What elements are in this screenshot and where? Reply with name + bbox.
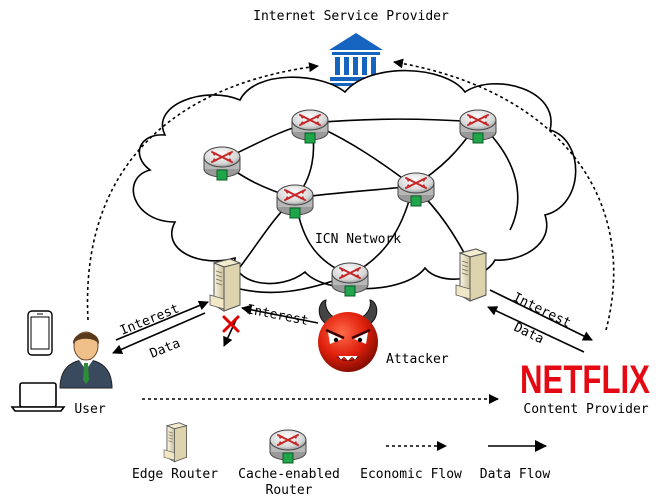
legend: Edge Router Cache-enabled Router Economi… [132, 422, 551, 498]
legend-economic-flow-label: Economic Flow [360, 467, 462, 482]
edge-router-right-icon [455, 248, 487, 302]
edge-router-legend-icon [163, 422, 187, 463]
economic-flows [86, 58, 615, 404]
icn-cloud [132, 69, 577, 290]
user-data-label: Data [148, 336, 183, 362]
blocked-mark-icon [222, 315, 240, 333]
provider-data-label: Data [511, 320, 546, 347]
phone-icon [27, 310, 53, 356]
legend-data-flow: Data Flow [480, 440, 551, 482]
legend-data-flow-label: Data Flow [480, 467, 551, 482]
legend-economic-flow: Economic Flow [360, 441, 462, 482]
legend-edge-router-label: Edge Router [132, 467, 218, 482]
devil-icon [318, 299, 378, 372]
user-interest-label: Interest [118, 301, 182, 338]
user-avatar-icon [59, 331, 113, 389]
data-flows [112, 289, 593, 354]
attacker-interest-label: Interest [245, 302, 309, 329]
netflix-logo: NETFLIX [520, 358, 650, 402]
legend-edge-router: Edge Router [132, 422, 218, 482]
cache-router-icon [459, 109, 497, 144]
cache-router-icon [276, 184, 314, 219]
diagram-title: Internet Service Provider [253, 9, 449, 24]
cache-router-icon [203, 146, 241, 181]
legend-cache-router-label-1: Cache-enabled [238, 467, 340, 482]
cache-router-icon [397, 172, 435, 207]
legend-cache-router-label-2: Router [266, 483, 313, 498]
cache-router-icon [331, 262, 369, 297]
legend-cache-router: Cache-enabled Router [238, 429, 340, 498]
laptop-icon [10, 382, 66, 412]
cache-router-legend-icon [269, 429, 307, 464]
network-label: ICN Network [315, 232, 401, 247]
edge-router-left-icon [209, 258, 241, 312]
content-provider-label: Content Provider [523, 402, 648, 417]
attacker-label: Attacker [386, 352, 449, 367]
cache-router-icon [291, 109, 329, 144]
user-label: User [74, 402, 105, 417]
